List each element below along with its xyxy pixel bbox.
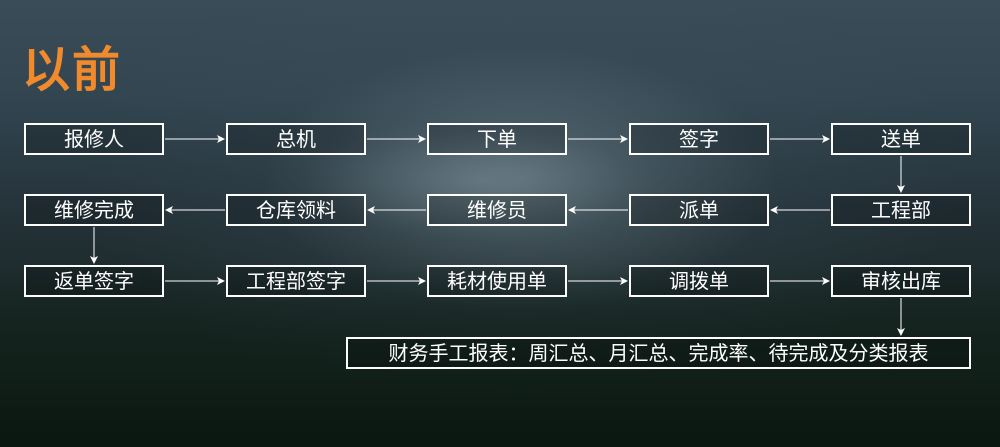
node-engineering-dept: 工程部 xyxy=(831,194,971,226)
node-warehouse-pickup: 仓库领料 xyxy=(226,194,366,226)
node-switchboard: 总机 xyxy=(226,123,366,155)
node-dispatch: 派单 xyxy=(629,194,769,226)
node-transfer-form: 调拨单 xyxy=(629,265,769,297)
node-repair-complete: 维修完成 xyxy=(24,194,164,226)
node-consumables-form: 耗材使用单 xyxy=(427,265,567,297)
node-repairman: 维修员 xyxy=(427,194,567,226)
node-finance-report: 财务手工报表：周汇总、月汇总、完成率、待完成及分类报表 xyxy=(346,337,971,369)
node-return-sign: 返单签字 xyxy=(24,265,164,297)
node-place-order: 下单 xyxy=(427,123,567,155)
node-engineering-sign: 工程部签字 xyxy=(226,265,366,297)
background-lake xyxy=(300,120,660,240)
background-greenery xyxy=(0,267,1000,447)
page-title: 以前 xyxy=(22,42,123,98)
node-sign: 签字 xyxy=(629,123,769,155)
node-audit-outbound: 审核出库 xyxy=(831,265,971,297)
node-reporter: 报修人 xyxy=(24,123,164,155)
node-deliver-order: 送单 xyxy=(831,123,971,155)
